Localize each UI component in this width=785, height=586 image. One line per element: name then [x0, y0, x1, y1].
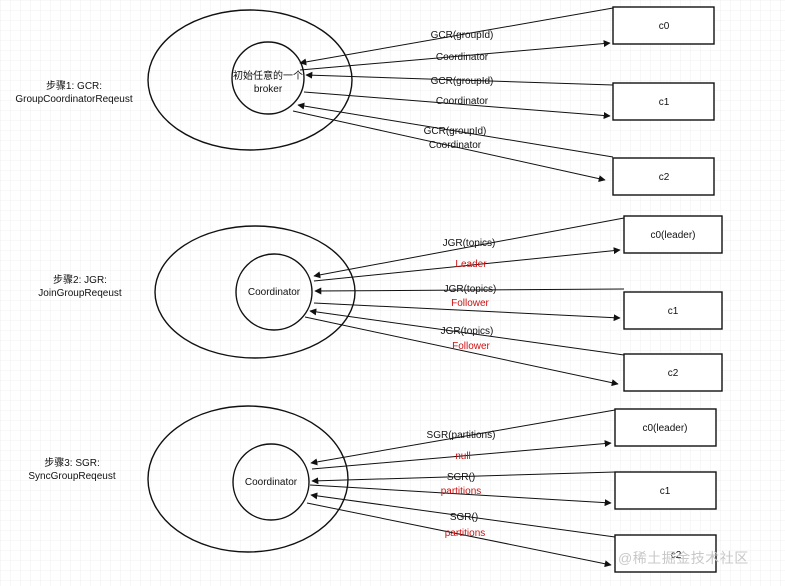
- step-2-label-line1: 步骤2: JGR:: [53, 275, 107, 286]
- step-2-request-label-2: JGR(topics): [441, 326, 494, 337]
- step-2-request-label-0: JGR(topics): [443, 238, 496, 249]
- step-1-request-arrow-0: [299, 7, 614, 66]
- step-3-request-label-0: SGR(partitions): [427, 430, 496, 441]
- step-3-group: Coordinator c0(leader) c1 c2 SGR(partiti…: [147, 405, 717, 573]
- step-3-client-label-2: c2: [671, 550, 682, 561]
- step-3-request-label-1: SGR(): [447, 472, 475, 483]
- step-2-response-label-0: Leader: [455, 259, 487, 270]
- step-1-label: 步骤1: GCR: GroupCoordinatorReqeust: [4, 80, 144, 106]
- step-2-label: 步骤2: JGR: JoinGroupReqeust: [10, 274, 150, 300]
- step-2-center-label-line1: Coordinator: [248, 287, 301, 298]
- step-3-client-box-1: [614, 471, 717, 510]
- step-3-request-label-2: SGR(): [450, 512, 478, 523]
- step-3-center-label-line1: Coordinator: [245, 477, 298, 488]
- step-3-response-arrow-1: [309, 484, 612, 507]
- step-1-client-box-0: [612, 6, 715, 45]
- step-3-outer-ellipse: [147, 405, 349, 553]
- step-1-client-label-2: c2: [659, 172, 670, 183]
- step-2-label-line2: JoinGroupReqeust: [38, 288, 122, 299]
- watermark: @稀土掘金技术社区: [618, 550, 749, 566]
- step-3-client-label-0: c0(leader): [642, 423, 687, 434]
- step-1-request-label-0: GCR(groupId): [431, 30, 494, 41]
- step-1-label-line2: GroupCoordinatorReqeust: [15, 94, 133, 105]
- step-1-center-label-line1: 初始任意的一个: [233, 69, 303, 82]
- step-2-outer-ellipse: [154, 225, 356, 359]
- step-2-response-arrow-1: [313, 302, 621, 322]
- step-1-group: 初始任意的一个 broker c0 c1 c2 GCR(groupId) Coo…: [147, 6, 715, 196]
- step-2-client-box-0: [623, 215, 723, 254]
- step-2-client-label-0: c0(leader): [650, 230, 695, 241]
- step-3-request-arrow-1: [311, 471, 616, 485]
- step-3-center-circle: [232, 443, 310, 521]
- step-1-response-label-0: Coordinator: [436, 52, 489, 63]
- step-2-client-box-1: [623, 291, 723, 330]
- step-1-request-arrow-1: [305, 71, 614, 86]
- step-3-client-box-0: [614, 408, 717, 447]
- step-2-request-arrow-2: [309, 308, 625, 356]
- step-1-label-line1: 步骤1: GCR:: [45, 81, 103, 92]
- step-3-label-line1: 步骤3: SGR:: [44, 458, 100, 469]
- step-1-response-arrow-2: [292, 110, 606, 183]
- step-1-outer-ellipse: [147, 9, 353, 151]
- step-1-center-circle: [231, 41, 305, 115]
- step-3-client-label-1: c1: [660, 486, 671, 497]
- step-3-label-line2: SyncGroupReqeust: [28, 471, 116, 482]
- step-1-request-label-2: GCR(groupId): [424, 126, 487, 137]
- step-3-client-box-2: [614, 534, 717, 573]
- step-3-request-arrow-0: [310, 409, 616, 466]
- step-1-response-arrow-1: [303, 91, 611, 119]
- step-2-response-arrow-2: [304, 316, 619, 387]
- step-2-client-box-2: [623, 353, 723, 392]
- step-1-center-label-line2: broker: [254, 84, 283, 95]
- step-2-request-label-1: JGR(topics): [444, 284, 497, 295]
- step-1-client-box-2: [612, 157, 715, 196]
- step-2-response-arrow-0: [313, 247, 621, 282]
- step-1-client-label-1: c1: [659, 97, 670, 108]
- step-3-response-arrow-0: [311, 440, 612, 470]
- step-1-response-label-1: Coordinator: [436, 96, 489, 107]
- step-3-response-label-1: partitions: [441, 486, 482, 497]
- step-1-request-label-1: GCR(groupId): [431, 76, 494, 87]
- step-1-request-arrow-2: [297, 102, 614, 158]
- step-2-client-label-2: c2: [668, 368, 679, 379]
- step-3-request-arrow-2: [310, 492, 616, 538]
- step-1-response-arrow-0: [299, 40, 611, 71]
- step-1-client-label-0: c0: [659, 21, 670, 32]
- step-3-response-label-0: null: [455, 451, 471, 462]
- step-3-response-arrow-2: [306, 502, 612, 568]
- step-3-response-label-2: partitions: [445, 528, 486, 539]
- step-2-response-label-2: Follower: [452, 341, 490, 352]
- step-2-center-circle: [235, 253, 313, 331]
- step-2-request-arrow-0: [313, 217, 625, 279]
- step-2-client-label-1: c1: [668, 306, 679, 317]
- step-1-client-box-1: [612, 82, 715, 121]
- step-2-request-arrow-1: [314, 287, 625, 295]
- step-1-response-label-2: Coordinator: [429, 140, 482, 151]
- step-2-group: Coordinator c0(leader) c1 c2 JGR(topics)…: [154, 215, 723, 392]
- step-2-response-label-1: Follower: [451, 298, 489, 309]
- step-3-label: 步骤3: SGR: SyncGroupReqeust: [2, 457, 142, 483]
